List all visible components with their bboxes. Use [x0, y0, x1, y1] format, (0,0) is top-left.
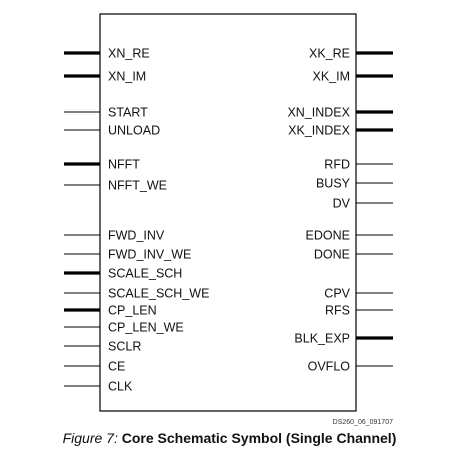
- pin-label-blk-exp: BLK_EXP: [294, 332, 350, 346]
- pin-label-ce: CE: [108, 360, 125, 374]
- figure-caption: Figure 7: Core Schematic Symbol (Single …: [0, 430, 459, 446]
- figure-number: Figure 7:: [62, 430, 118, 446]
- pin-label-sclr: SCLR: [108, 340, 141, 354]
- pin-label-nfft-we: NFFT_WE: [108, 179, 167, 193]
- pin-label-cp-len: CP_LEN: [108, 304, 157, 318]
- pin-label-xk-re: XK_RE: [309, 47, 350, 61]
- pin-label-start: START: [108, 106, 148, 120]
- pin-label-xk-index: XK_INDEX: [288, 124, 350, 138]
- pin-label-fwd-inv: FWD_INV: [108, 229, 165, 243]
- pin-label-xk-im: XK_IM: [312, 70, 350, 84]
- pin-label-cpv: CPV: [324, 287, 350, 301]
- drawing-code: DS260_06_091707: [333, 419, 393, 426]
- pin-label-ovflo: OVFLO: [308, 360, 351, 374]
- pin-label-fwd-inv-we: FWD_INV_WE: [108, 248, 191, 262]
- pin-label-scale-sch-we: SCALE_SCH_WE: [108, 287, 209, 301]
- pin-label-scale-sch: SCALE_SCH: [108, 267, 182, 281]
- pin-label-xn-index: XN_INDEX: [287, 106, 350, 120]
- pin-label-done: DONE: [314, 248, 350, 262]
- pin-label-unload: UNLOAD: [108, 124, 160, 138]
- pin-label-dv: DV: [333, 197, 351, 211]
- pin-label-rfd: RFD: [324, 158, 350, 172]
- pin-label-xn-im: XN_IM: [108, 70, 146, 84]
- pin-label-cp-len-we: CP_LEN_WE: [108, 321, 184, 335]
- pin-label-clk: CLK: [108, 380, 133, 394]
- pin-label-rfs: RFS: [325, 304, 350, 318]
- pin-label-busy: BUSY: [316, 177, 351, 191]
- right-pins: XK_RE XK_IM XN_INDEX XK_INDEX RFD BUSY DV EDONE…: [287, 47, 393, 374]
- pin-label-edone: EDONE: [306, 229, 350, 243]
- core-schematic-symbol: XN_RE XN_IM START UNLOAD NFFT NFFT_WE FWD_INV F…: [64, 13, 393, 426]
- pin-label-xn-re: XN_RE: [108, 47, 150, 61]
- pin-label-nfft: NFFT: [108, 158, 140, 172]
- figure-title: Core Schematic Symbol (Single Channel): [121, 430, 397, 446]
- left-pins: XN_RE XN_IM START UNLOAD NFFT NFFT_WE FWD_INV F…: [64, 47, 209, 394]
- core-box: [99, 13, 357, 412]
